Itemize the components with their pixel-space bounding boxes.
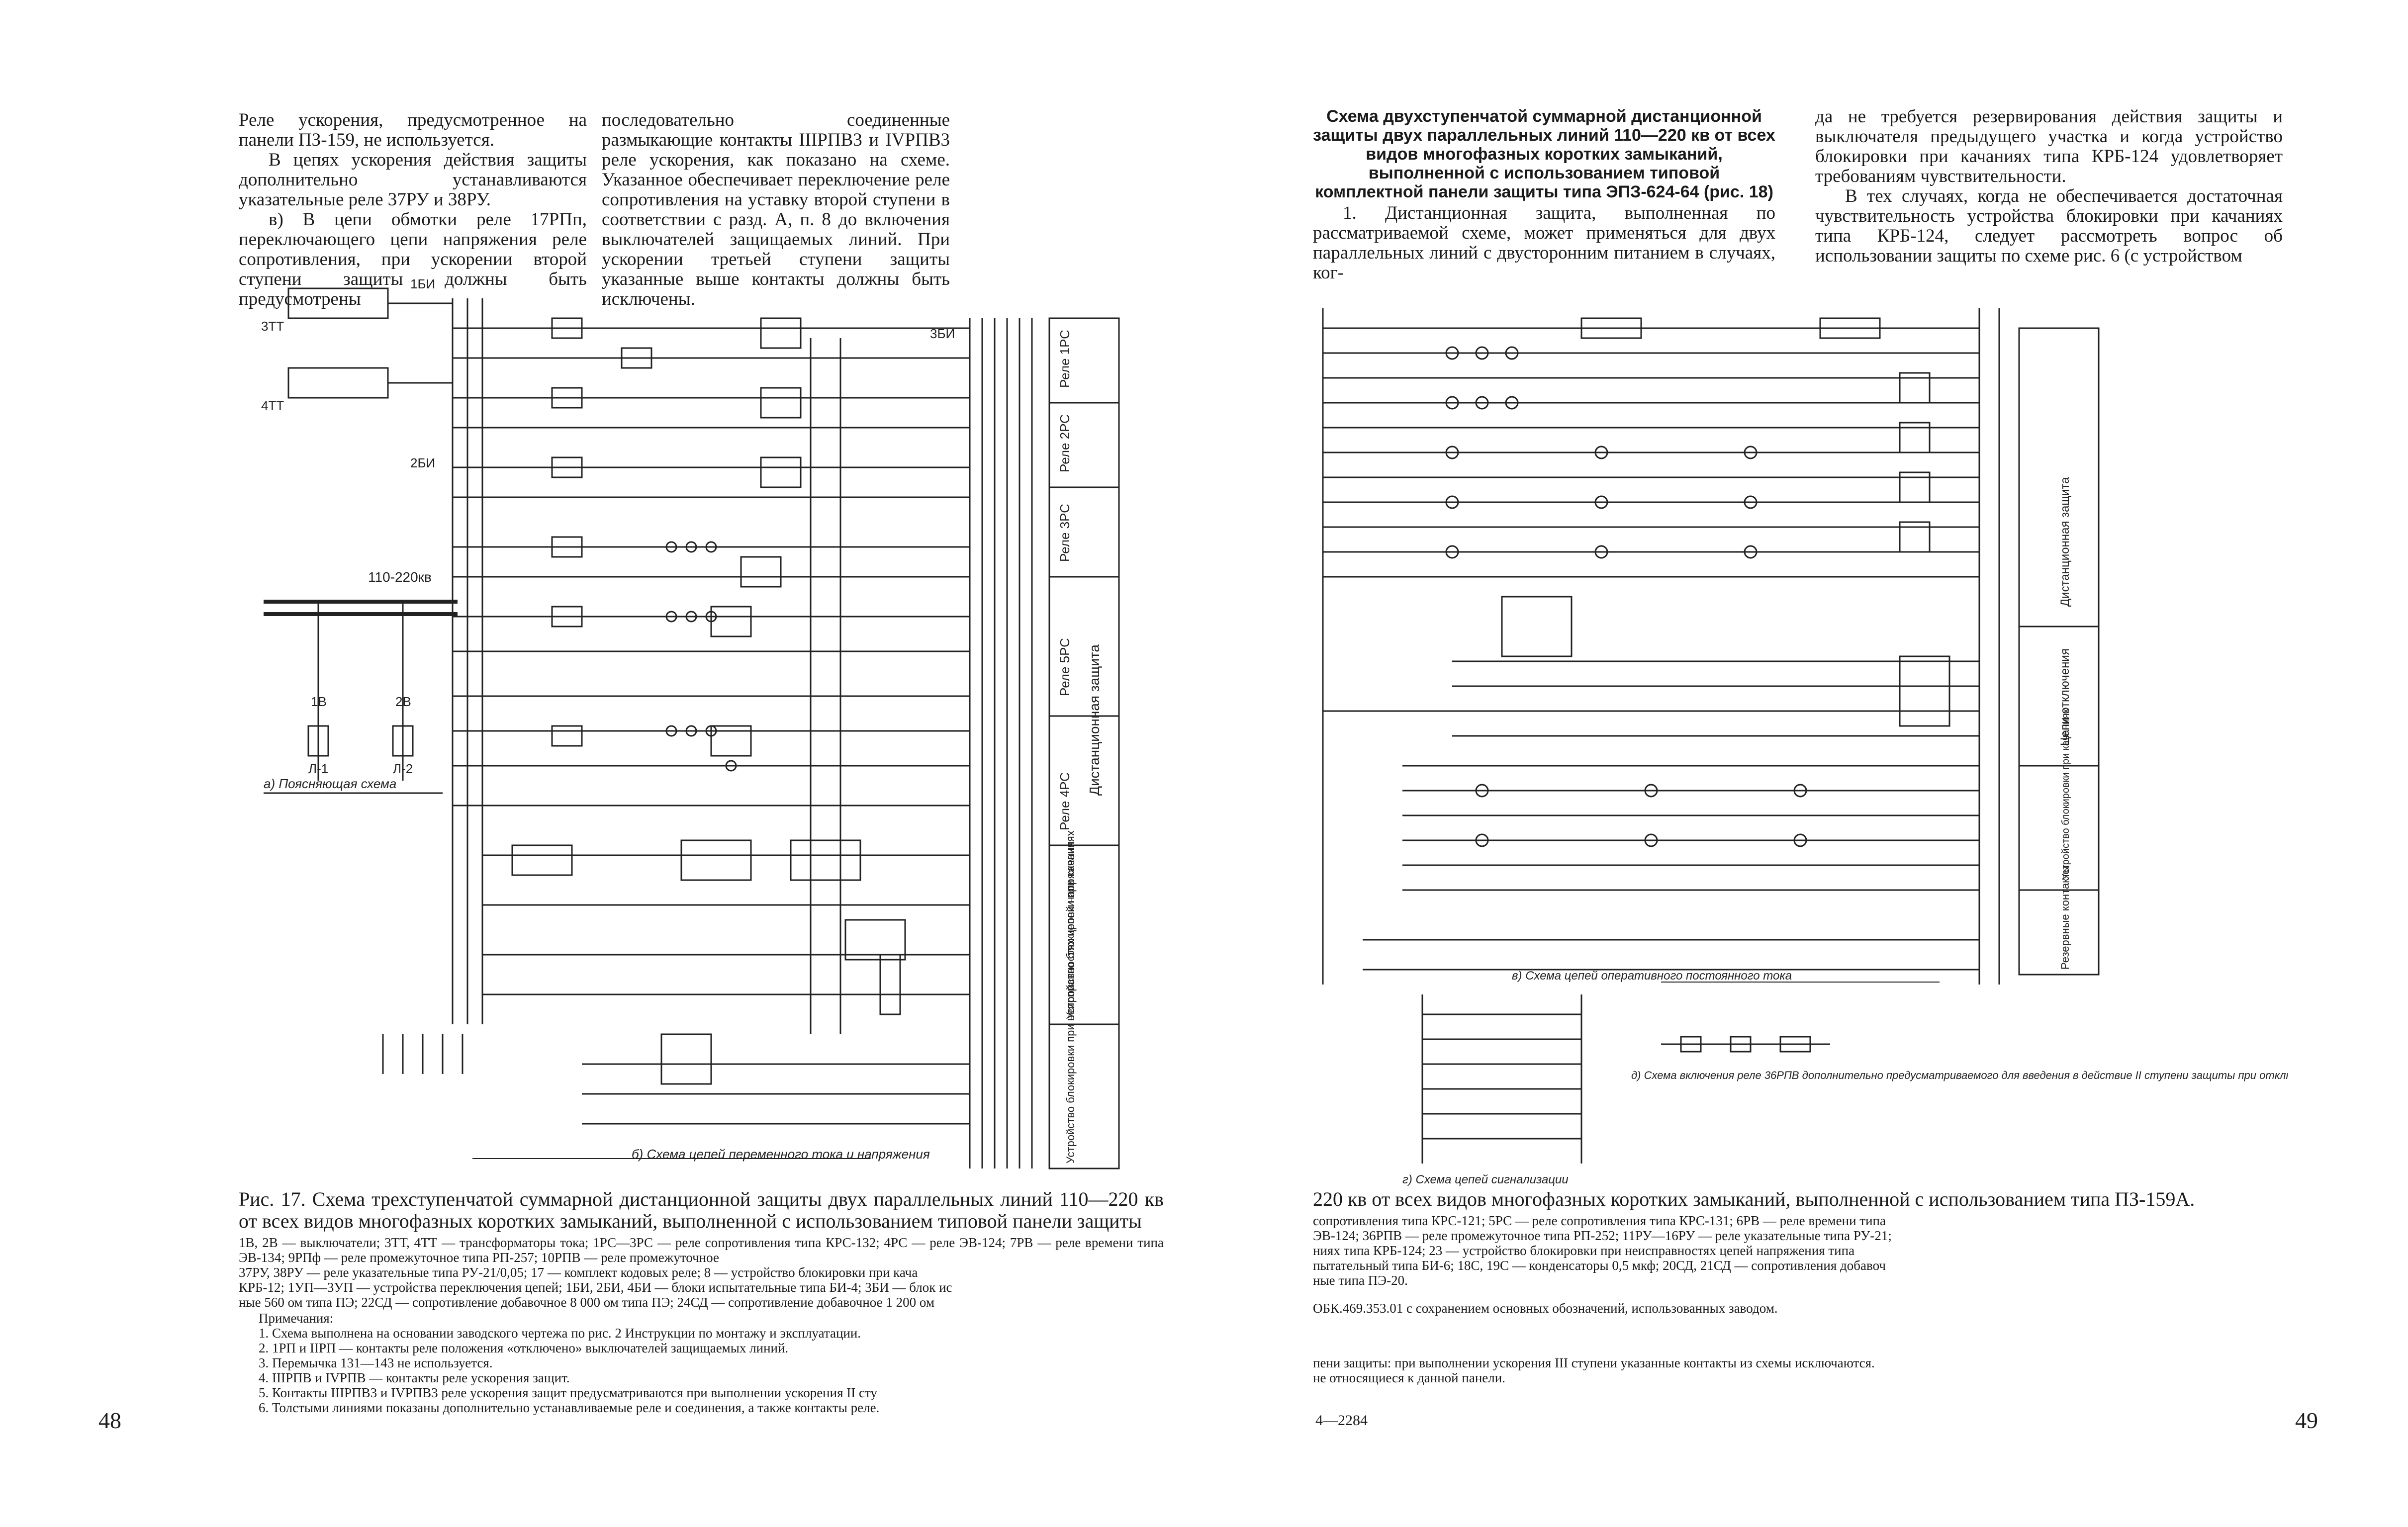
side-label-1: Реле 1РС bbox=[1057, 330, 1072, 388]
right-side-label-4: Резервные контакты bbox=[2059, 865, 2071, 970]
section-d-label: д) Схема включения реле 36РПВ дополнител… bbox=[1631, 1069, 2288, 1081]
side-label-4: Реле 5РС bbox=[1057, 638, 1072, 696]
legend-line: 37РУ, 38РУ — реле указательные типа РУ-2… bbox=[239, 1265, 918, 1280]
right-side-label-3: Устройство блокировки при качаниях bbox=[2060, 709, 2071, 880]
note-item: 4. IIIРПВ и IVРПВ — контакты реле ускоре… bbox=[259, 1370, 570, 1385]
section-v-label: в) Схема цепей оперативного постоянного … bbox=[1512, 969, 1792, 983]
side-label-7: Устройство блокировки при неисправностях… bbox=[1064, 841, 1077, 1164]
paragraph: 1. Дистанционная защита, выполненная по … bbox=[1313, 203, 1775, 283]
printer-signature: 4—2284 bbox=[1315, 1412, 1368, 1429]
section-heading: Схема двухступенчатой суммарной дистанци… bbox=[1313, 107, 1775, 201]
legend-line: КРБ-12; 1УП—3УП — устройства переключени… bbox=[239, 1280, 952, 1295]
section-a-label: а) Поясняющая схема bbox=[264, 776, 396, 791]
right-caption: 220 кв от всех видов многофазных коротки… bbox=[1313, 1188, 2288, 1386]
note-item: 1. Схема выполнена на основании заводско… bbox=[259, 1326, 861, 1341]
paragraph: В цепях ускорения действия защиты дополн… bbox=[239, 150, 587, 210]
right-column-1: Схема двухступенчатой суммарной дистанци… bbox=[1313, 107, 1775, 283]
note-item: 6. Толстыми линиями показаны дополнитель… bbox=[259, 1400, 880, 1415]
legend-line: сопротивления типа КРС-121; 5РС — реле с… bbox=[1313, 1213, 1886, 1228]
line1-label: Л-1 bbox=[308, 761, 328, 776]
side-label-3: Реле 3РС bbox=[1057, 504, 1072, 562]
figure-caption-title: 220 кв от всех видов многофазных коротки… bbox=[1313, 1188, 2195, 1210]
legend-line: ные типа ПЭ-20. bbox=[1313, 1273, 1408, 1288]
block1-label: 1БИ bbox=[410, 276, 435, 291]
breaker2-label: 2В bbox=[395, 694, 411, 709]
block2-label: 2БИ bbox=[410, 455, 435, 470]
note-tail: пени защиты: при выполнении ускорения II… bbox=[1313, 1355, 1875, 1370]
section-b-label: б) Схема цепей переменного тока и напряж… bbox=[632, 1147, 930, 1162]
legend-line: 1В, 2В — выключатели; 3ТТ, 4ТТ — трансфо… bbox=[239, 1235, 1164, 1265]
figure-legend: сопротивления типа КРС-121; 5РС — реле с… bbox=[1313, 1213, 2288, 1288]
tt3-label: 3ТТ bbox=[261, 319, 284, 334]
note-tail: не относящиеся к данной панели. bbox=[1313, 1370, 1505, 1385]
tt4-label: 4ТТ bbox=[261, 398, 284, 413]
left-column-1: Реле ускорения, предусмотренное на панел… bbox=[239, 110, 587, 309]
side-label-6: Устройство блокировки при качаниях bbox=[1064, 830, 1077, 1019]
right-side-label-1: Дистанционная защита bbox=[2058, 477, 2072, 607]
legend-tail: ОБК.469.353.01 с сохранением основных об… bbox=[1313, 1301, 1778, 1316]
page-number-right: 49 bbox=[2295, 1408, 2318, 1433]
notes-title: Примечания: bbox=[259, 1311, 334, 1326]
right-column-2: да не требуется резервирования действия … bbox=[1815, 107, 2283, 266]
legend-line: ные 560 ом типа ПЭ; 22СД — сопротивление… bbox=[239, 1295, 934, 1310]
paragraph: последовательно соединенные размыкающие … bbox=[602, 110, 950, 309]
right-schematic: в) Схема цепей оперативного постоянного … bbox=[1322, 308, 2288, 1186]
note-item: 5. Контакты IIIРПВ3 и IVРПВ3 реле ускоре… bbox=[259, 1385, 877, 1400]
block3-label: 3БИ bbox=[930, 326, 955, 341]
line2-label: Л-2 bbox=[393, 761, 413, 776]
page-number-left: 48 bbox=[98, 1408, 121, 1433]
left-schematic: б) Схема цепей переменного тока и напряж… bbox=[261, 276, 1120, 1169]
legend-line: ЭВ-124; 36РПВ — реле промежуточное типа … bbox=[1313, 1228, 1892, 1243]
side-group-label: Дистанционная защита bbox=[1087, 644, 1102, 796]
voltage-label: 110-220кв bbox=[368, 569, 432, 585]
note-item: 3. Перемычка 131—143 не используется. bbox=[259, 1355, 493, 1370]
paragraph: В тех случаях, когда не обеспечивается д… bbox=[1815, 186, 2283, 266]
legend-line: пытательный типа БИ-6; 18С, 19С — конден… bbox=[1313, 1258, 1886, 1273]
paragraph: да не требуется резервирования действия … bbox=[1815, 106, 2283, 186]
note-item: 2. 1РП и IIРП — контакты реле положения … bbox=[259, 1341, 789, 1355]
section-g-label: г) Схема цепей сигнализации bbox=[1402, 1173, 1569, 1186]
left-caption: Рис. 17. Схема трехступенчатой суммарной… bbox=[239, 1188, 1164, 1416]
legend-line: ниях типа КРБ-124; 23 — устройство блоки… bbox=[1313, 1243, 1855, 1258]
side-label-5: Реле 4РС bbox=[1057, 772, 1072, 830]
breaker1-label: 1В bbox=[311, 694, 327, 709]
figure-caption-title: Рис. 17. Схема трехступенчатой суммарной… bbox=[239, 1188, 1164, 1232]
paragraph: в) В цепи обмотки реле 17РПп, переключаю… bbox=[239, 209, 587, 309]
left-column-2: последовательно соединенные размыкающие … bbox=[602, 110, 950, 309]
paragraph: Реле ускорения, предусмотренное на панел… bbox=[239, 110, 587, 150]
side-label-2: Реле 2РС bbox=[1057, 414, 1072, 472]
figure-legend: 1В, 2В — выключатели; 3ТТ, 4ТТ — трансфо… bbox=[239, 1235, 1164, 1310]
right-side-label-2: Цепи отключения bbox=[2058, 648, 2072, 746]
